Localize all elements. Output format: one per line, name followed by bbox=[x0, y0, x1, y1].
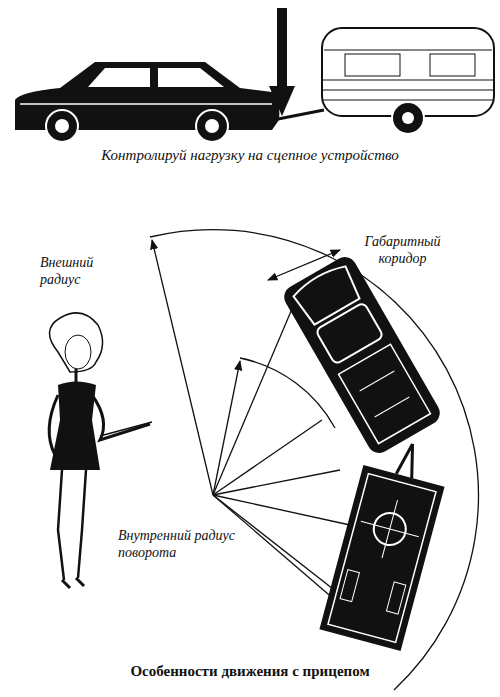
arm bbox=[92, 395, 150, 440]
neck bbox=[75, 369, 78, 382]
leg bbox=[58, 470, 64, 580]
wheel-hub bbox=[55, 119, 69, 133]
hair bbox=[49, 313, 102, 372]
trailer-wheel bbox=[386, 582, 405, 614]
car-window bbox=[88, 68, 150, 87]
wheel-hub bbox=[402, 112, 414, 124]
outer-radius-line bbox=[152, 240, 213, 495]
car-trim bbox=[20, 103, 272, 105]
wheel bbox=[196, 110, 228, 142]
car-side bbox=[15, 62, 279, 142]
trailer-top bbox=[319, 433, 453, 651]
caravan bbox=[322, 28, 494, 134]
vehicle-axle bbox=[360, 371, 395, 391]
caravan-stripe bbox=[324, 50, 492, 51]
caravan-stripe bbox=[322, 90, 494, 91]
pointer bbox=[100, 422, 152, 436]
caravan-stripe bbox=[322, 100, 494, 101]
ray bbox=[213, 470, 340, 495]
wheel-hub bbox=[205, 119, 219, 133]
trailer-cross bbox=[382, 500, 398, 558]
diagram-label: Габаритный коридор bbox=[340, 234, 465, 268]
leg bbox=[78, 470, 86, 578]
car-window bbox=[158, 68, 224, 87]
caravan-stripe bbox=[322, 80, 494, 81]
trailer-frame bbox=[328, 474, 436, 643]
vehicle-axle bbox=[375, 397, 410, 417]
outer-arc bbox=[150, 230, 478, 690]
turn-diagram bbox=[150, 230, 478, 690]
tow-vehicle-top bbox=[280, 253, 444, 458]
vehicle-body bbox=[280, 253, 444, 458]
vehicle-hood bbox=[291, 262, 363, 327]
load-arrow-head bbox=[269, 86, 295, 116]
wheel bbox=[46, 110, 78, 142]
inner-radius-line bbox=[213, 361, 240, 495]
shoe bbox=[76, 578, 84, 586]
diagram-label: Внешний радиус bbox=[40, 255, 125, 289]
vehicle-cab bbox=[315, 302, 383, 365]
load-arrow bbox=[277, 8, 287, 88]
inner-arc bbox=[240, 358, 335, 428]
caravan-window bbox=[430, 54, 475, 76]
face bbox=[65, 335, 91, 369]
tow-bar bbox=[278, 110, 324, 119]
wheel bbox=[392, 102, 424, 134]
shoe bbox=[62, 580, 70, 588]
diagram-label: Внутренний радиус поворота bbox=[118, 528, 258, 562]
ray bbox=[213, 495, 335, 600]
drawbar bbox=[396, 442, 412, 476]
ray bbox=[213, 290, 300, 495]
caravan-window bbox=[345, 54, 400, 76]
trailer-body bbox=[319, 465, 444, 651]
caption: Особенности движения с прицепом bbox=[0, 662, 500, 680]
ray bbox=[213, 495, 350, 525]
vehicle-deck bbox=[339, 344, 431, 443]
arm bbox=[49, 395, 58, 455]
drawbar bbox=[404, 444, 420, 478]
figure-caption: Контролируй нагрузку на сцепное устройст… bbox=[0, 146, 500, 164]
trailer-wheel bbox=[340, 570, 359, 602]
